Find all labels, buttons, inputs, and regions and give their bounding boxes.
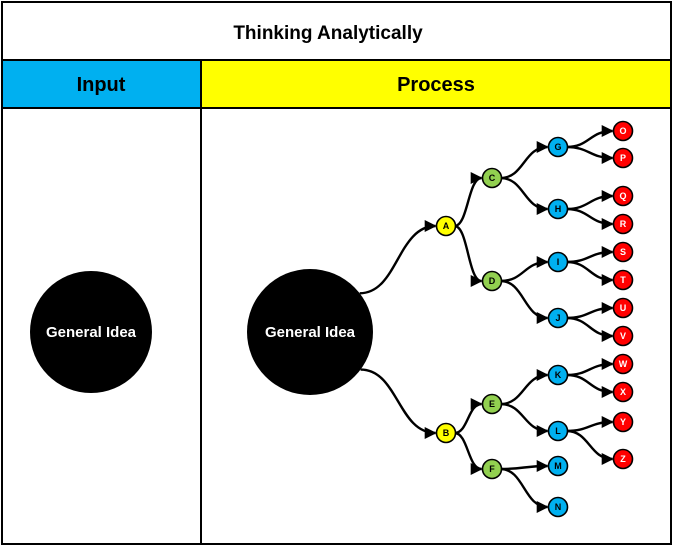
edge-h-r — [566, 207, 614, 230]
input-general-idea-node — [30, 271, 152, 393]
node-o — [612, 120, 634, 142]
node-i-label: I — [557, 257, 560, 267]
input-general-idea-label: General Idea — [46, 324, 137, 341]
node-z — [612, 448, 634, 470]
node-g-label: G — [554, 142, 561, 152]
node-z-label: Z — [620, 454, 626, 464]
node-g — [547, 136, 569, 158]
edge-b-e — [454, 398, 483, 435]
diagram-title: Thinking Analytically — [233, 23, 423, 44]
node-t — [612, 269, 634, 291]
edge-i-t — [566, 260, 614, 286]
node-k — [547, 364, 569, 386]
node-o-label: O — [619, 126, 626, 136]
node-y-label: Y — [620, 417, 626, 427]
node-d — [481, 270, 503, 292]
node-x — [612, 381, 634, 403]
edge-root-a — [359, 220, 437, 295]
node-p — [612, 147, 634, 169]
edge-c-g — [500, 141, 549, 180]
node-s-label: S — [620, 247, 626, 257]
input-header: Input — [77, 74, 126, 96]
process-header: Process — [397, 74, 475, 96]
node-q — [612, 185, 634, 207]
node-c-label: C — [489, 173, 496, 183]
node-h — [547, 198, 569, 220]
node-v — [612, 325, 634, 347]
edge-b-f — [454, 431, 483, 475]
edge-k-x — [566, 373, 614, 398]
node-d-label: D — [489, 276, 496, 286]
node-u-label: U — [620, 303, 627, 313]
node-f-label: F — [489, 464, 495, 474]
node-u — [612, 297, 634, 319]
node-b-label: B — [443, 428, 450, 438]
node-e-label: E — [489, 399, 495, 409]
node-f — [481, 458, 503, 480]
edge-root-b — [360, 368, 437, 439]
node-m-label: M — [554, 461, 562, 471]
process-general-idea-label: General Idea — [265, 324, 356, 341]
node-w — [612, 353, 634, 375]
node-l-label: L — [555, 426, 561, 436]
node-w-label: W — [619, 359, 628, 369]
node-k-label: K — [555, 370, 562, 380]
edge-g-p — [566, 145, 614, 164]
node-j — [547, 307, 569, 329]
node-j-label: J — [555, 313, 560, 323]
node-t-label: T — [620, 275, 626, 285]
edge-d-j — [500, 279, 549, 324]
node-s — [612, 241, 634, 263]
node-h-label: H — [555, 204, 562, 214]
node-e — [481, 393, 503, 415]
edge-e-l — [500, 402, 549, 437]
input-header-fill — [3, 60, 201, 108]
node-l — [547, 420, 569, 442]
node-b — [435, 422, 457, 444]
node-y — [612, 411, 634, 433]
node-a-label: A — [443, 221, 450, 231]
edge-l-z — [566, 429, 614, 465]
process-header-fill — [201, 60, 670, 108]
node-r — [612, 213, 634, 235]
node-n-label: N — [555, 502, 562, 512]
edge-d-i — [500, 256, 549, 283]
tree-edges — [359, 125, 614, 513]
node-m — [547, 455, 569, 477]
node-n — [547, 496, 569, 518]
edge-c-h — [500, 176, 549, 215]
node-c — [481, 167, 503, 189]
edge-e-k — [500, 369, 549, 406]
edge-a-c — [454, 172, 483, 228]
node-v-label: V — [620, 331, 626, 341]
edge-f-n — [500, 467, 549, 513]
edge-j-v — [566, 316, 614, 342]
node-x-label: X — [620, 387, 626, 397]
node-r-label: R — [620, 219, 627, 229]
tree-nodes: A B C D E F G H I J K L M N O P Q R S T U V W X Y Z — [435, 120, 634, 518]
node-i — [547, 251, 569, 273]
process-general-idea-node — [247, 269, 373, 395]
node-p-label: P — [620, 153, 626, 163]
edge-a-d — [454, 224, 483, 287]
node-q-label: Q — [619, 191, 626, 201]
node-a — [435, 215, 457, 237]
